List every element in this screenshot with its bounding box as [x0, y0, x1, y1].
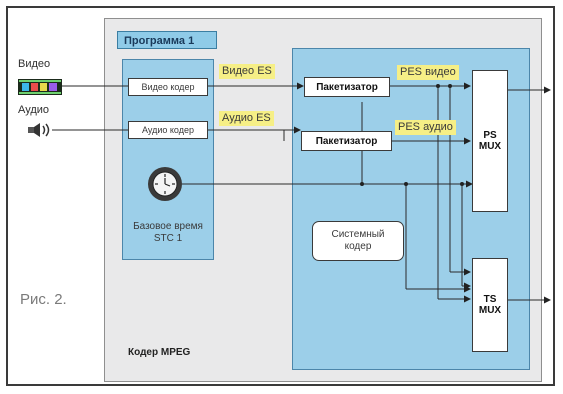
- outer-frame: [6, 6, 555, 386]
- pes-video-label: PES видео: [397, 65, 459, 80]
- base-time-label: Базовое время STC 1: [122, 221, 214, 245]
- base-time-line1: Базовое время: [133, 221, 203, 232]
- base-time-line2: STC 1: [153, 233, 183, 244]
- speaker-icon: [28, 123, 50, 137]
- junction-dot: [448, 84, 452, 88]
- filmstrip-icon: [18, 79, 62, 95]
- video-coder-box: Видео кодер: [128, 78, 208, 96]
- ps-mux-box: PS MUX: [472, 70, 508, 212]
- video-packetizer-box: Пакетизатор: [304, 77, 390, 97]
- junction-dot: [436, 84, 440, 88]
- system-coder-line1: Системный: [331, 229, 385, 240]
- video-es-label: Видео ES: [219, 64, 275, 79]
- program-tab: Программа 1: [117, 31, 217, 49]
- ps-mux-line2: MUX: [478, 141, 502, 152]
- audio-coder-box: Аудио кодер: [128, 121, 208, 139]
- ps-mux-line1: PS: [483, 130, 497, 141]
- audio-packetizer-box: Пакетизатор: [301, 131, 392, 151]
- ts-mux-box: TS MUX: [472, 258, 508, 352]
- ts-mux-line2: MUX: [478, 305, 502, 316]
- video-source-label: Видео: [18, 58, 51, 70]
- audio-es-label: Аудио ES: [219, 111, 274, 126]
- audio-source-label: Аудио: [18, 104, 50, 116]
- ts-mux-line1: TS: [483, 294, 497, 305]
- clock-icon: [148, 167, 182, 201]
- pes-audio-label: PES аудио: [395, 120, 456, 135]
- system-coder-line2: кодер: [344, 241, 372, 252]
- figure-caption: Рис. 2.: [20, 291, 67, 308]
- encoder-title: Кодер MPEG: [128, 347, 191, 358]
- junction-dot: [360, 182, 364, 186]
- junction-dot: [404, 182, 408, 186]
- system-coder-box: Системный кодер: [312, 221, 404, 261]
- junction-dot: [460, 182, 464, 186]
